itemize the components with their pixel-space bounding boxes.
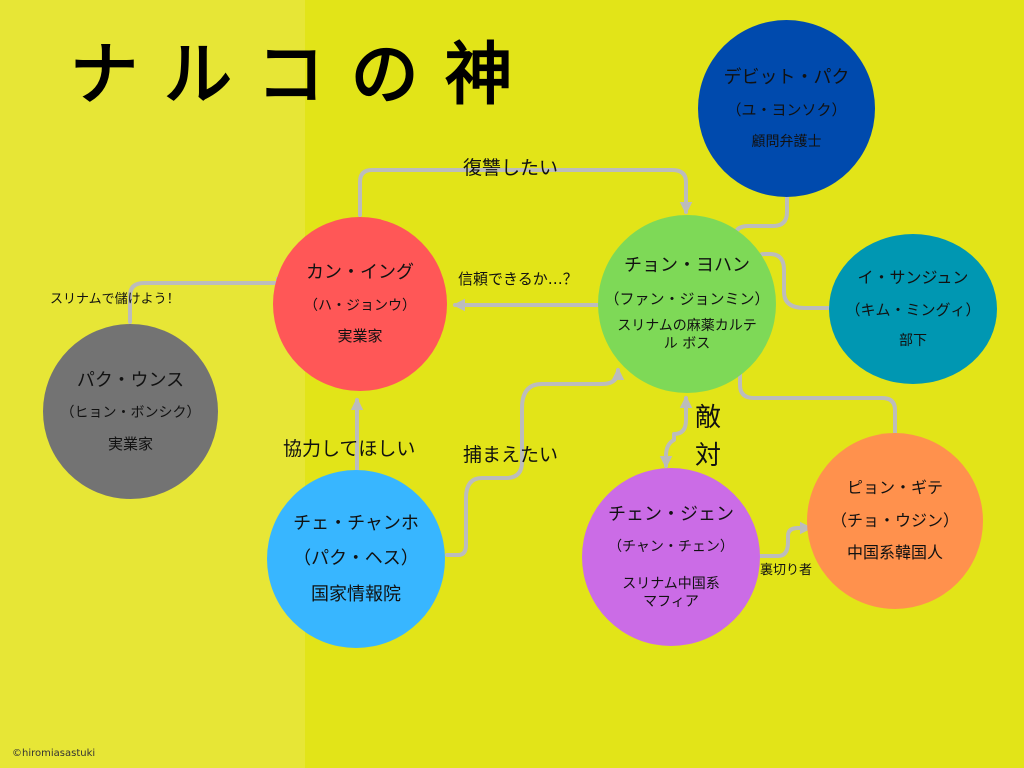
node-byeon-gite: ピョン・ギテ （チョ・ウジン） 中国系韓国人 [807, 433, 983, 609]
arrow-park-to-kang [128, 276, 289, 324]
node-role: 実業家 [337, 327, 383, 346]
node-reading: （キム・ミングィ） [845, 300, 981, 319]
node-role: 実業家 [107, 434, 153, 453]
arrow-kang-to-jeon-revenge [358, 168, 693, 217]
node-reading: （ファン・ジョンミン） [604, 289, 770, 308]
node-name: ピョン・ギテ [846, 477, 943, 497]
label-betrayer: 裏切り者 [760, 563, 813, 578]
node-name: デビット・パク [723, 66, 850, 88]
arrow-chen-to-byeon-betrayer [758, 521, 813, 558]
node-role: 顧問弁護士 [751, 133, 822, 150]
node-david-park: デビット・パク （ユ・ヨンソク） 顧問弁護士 [698, 20, 875, 197]
node-name: カン・イング [306, 262, 414, 284]
node-reading: （ハ・ジョンウ） [304, 297, 416, 314]
node-role: 中国系韓国人 [846, 543, 943, 563]
node-role: スリナムの麻薬カルテル ボス [617, 318, 757, 353]
label-suriname: スリナムで儲けよう！ [50, 292, 180, 307]
label-cooperate: 協力してほしい [283, 438, 416, 460]
label-enemy: 敵 対 [695, 403, 722, 471]
node-name: チェ・チャンホ [293, 512, 419, 534]
node-role: 部下 [899, 333, 927, 350]
node-name: パク・ウンス [76, 369, 185, 391]
node-kang-ingu: カン・イング （ハ・ジョンウ） 実業家 [273, 217, 447, 391]
node-lee-sangjun: イ・サンジュン （キム・ミングィ） 部下 [829, 234, 997, 384]
copyright: ©hiromiasastuki [12, 748, 96, 759]
node-role: 国家情報院 [311, 583, 401, 605]
node-name: チェン・ジェン [608, 504, 734, 526]
node-name: チョン・ヨハン [624, 255, 750, 277]
node-name: イ・サンジュン [857, 267, 969, 287]
node-park-eunsu: パク・ウンス （ヒョン・ボンシク） 実業家 [43, 324, 218, 499]
line-jeon-to-byeon [738, 364, 897, 434]
node-chen-zhen: チェン・ジェン （チャン・チェン） スリナム中国系 マフィア [582, 468, 760, 646]
node-role: スリナム中国系 マフィア [622, 575, 720, 610]
node-chae-chanho: チェ・チャンホ （パク・ヘス） 国家情報院 [267, 470, 445, 648]
arrow-chae-to-jeon [445, 367, 625, 557]
arrow-jeon-chen-enemy [659, 395, 693, 469]
label-catch: 捕まえたい [463, 444, 559, 466]
node-jeon-yohan: チョン・ヨハン （ファン・ジョンミン） スリナムの麻薬カルテル ボス [598, 215, 776, 393]
page-title: ナルコの神 [70, 36, 539, 115]
label-revenge: 復讐したい [463, 157, 559, 179]
label-trust: 信頼できるか…？ [458, 270, 578, 288]
node-reading: （パク・ヘス） [293, 548, 419, 570]
node-reading: （ヒョン・ボンシク） [60, 405, 201, 422]
node-reading: （ユ・ヨンソク） [726, 101, 847, 120]
node-reading: （チョ・ウジン） [830, 510, 959, 530]
node-reading: （チャン・チェン） [608, 539, 734, 556]
